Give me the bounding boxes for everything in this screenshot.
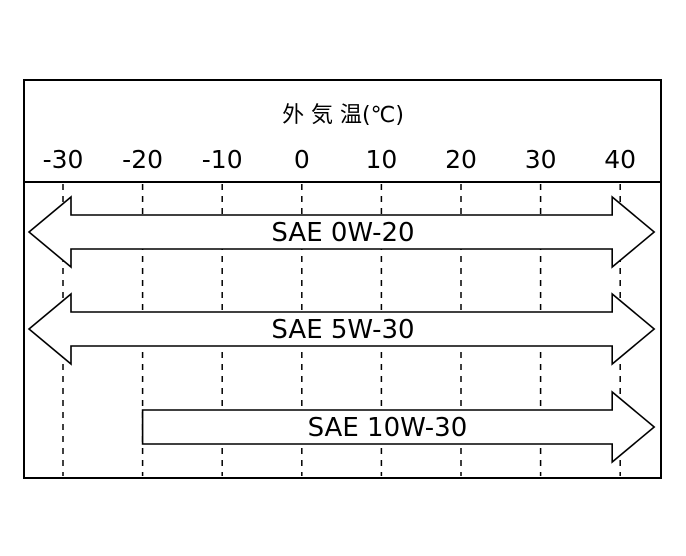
tick-label-minus-30: -30: [43, 145, 84, 174]
range-arrow-10w-30: [141, 390, 656, 464]
tick-label-minus-20: -20: [122, 145, 163, 174]
tick-label-30: 30: [525, 145, 557, 174]
range-label-5w-30: SAE 5W-30: [271, 315, 414, 345]
range-label-10w-30: SAE 10W-30: [308, 413, 468, 443]
chart-frame: [23, 79, 662, 479]
tick-label-20: 20: [445, 145, 477, 174]
tick-label-40: 40: [604, 145, 636, 174]
tick-label-minus-10: -10: [202, 145, 243, 174]
range-arrow-5w-30: [27, 292, 656, 366]
range-label-0w-20: SAE 0W-20: [271, 218, 414, 248]
chart-title: 外 気 温(℃): [282, 103, 404, 128]
range-labels: SAE 0W-20 SAE 5W-30 SAE 10W-30: [271, 218, 467, 443]
range-arrow-0w-20: [27, 195, 656, 269]
tick-label-10: 10: [365, 145, 397, 174]
tick-label-0: 0: [294, 145, 310, 174]
tick-labels: -30 -20 -10 0 10 20 30 40: [43, 145, 637, 174]
range-arrows: [27, 195, 656, 464]
